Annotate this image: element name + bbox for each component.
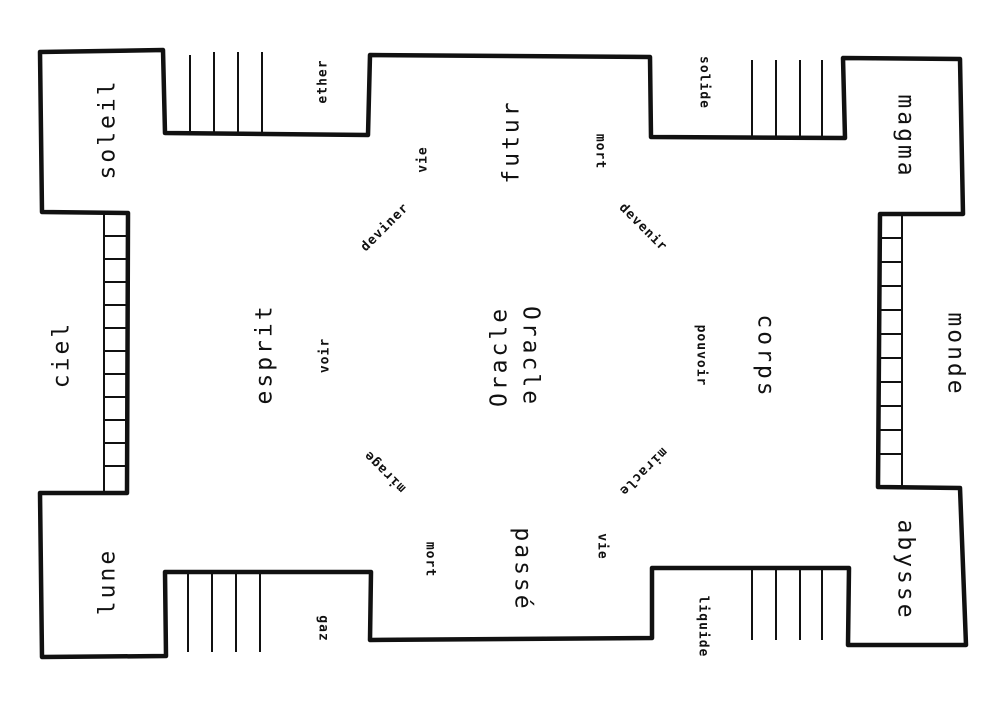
inner-label-bottom-left: mort	[422, 541, 438, 578]
inner-label-top-left: vie	[415, 146, 431, 173]
inner-label-bottom-right: vie	[594, 533, 610, 560]
board-outline	[37, 47, 969, 660]
stairs-top-left	[189, 52, 263, 133]
corner-label-top-right: magma	[892, 94, 919, 179]
cardinal-label-left: esprit	[251, 303, 278, 405]
center-label-2: Oracle	[486, 305, 513, 408]
side-label-right: monde	[942, 312, 969, 397]
stair-label-top-left: ether	[315, 59, 331, 104]
inner-label-left: voir	[317, 337, 333, 374]
cardinal-label-top: futur	[498, 99, 525, 184]
corner-label-bottom-right: abysse	[892, 519, 919, 621]
cardinal-label-right: corps	[752, 314, 779, 399]
cardinal-label-bottom: passé	[509, 527, 536, 612]
stair-label-bottom-left: gaz	[315, 615, 331, 642]
corner-label-top-left: soleil	[94, 78, 121, 180]
center-label-1: Oracle	[517, 305, 544, 408]
ladder-right	[878, 214, 903, 487]
corner-label-bottom-left: lune	[94, 547, 121, 616]
stair-label-bottom-right: liquide	[695, 595, 711, 658]
stairs-bottom-right	[751, 568, 823, 640]
stairs-top-right	[751, 60, 823, 137]
stair-label-top-right: solide	[696, 56, 712, 109]
inner-label-right: pouvoir	[693, 324, 709, 387]
stairs-bottom-left	[187, 573, 261, 652]
side-label-left: ciel	[48, 320, 75, 389]
inner-label-top-right: mort	[592, 133, 608, 170]
ladder-left	[103, 213, 128, 493]
